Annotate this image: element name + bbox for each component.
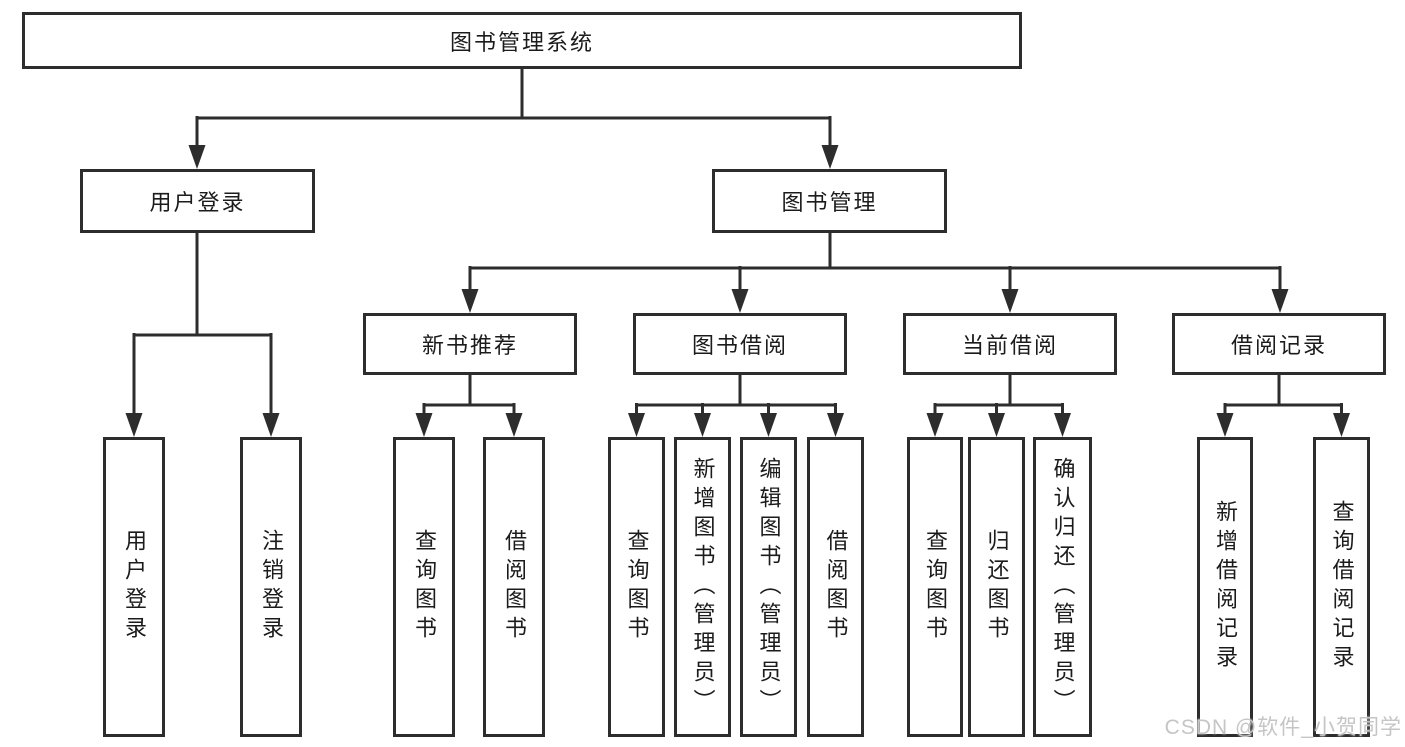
leaf-current-confirm-return-admin: 确认归还（管理员） (1033, 437, 1092, 737)
csdn-watermark: CSDN @软件_小贺同学 (1164, 716, 1402, 739)
leaf-current-query-books: 查询图书 (907, 437, 963, 737)
leaf-borrow-query-books: 查询图书 (608, 437, 665, 737)
leaf-borrow-edit-books-admin: 编辑图书（管理员） (740, 437, 797, 737)
node-new-book-recommend: 新书推荐 (363, 313, 577, 375)
leaf-logout: 注销登录 (240, 437, 302, 737)
leaf-borrow-borrow-books: 借阅图书 (807, 437, 864, 737)
leaf-borrow-add-books-admin: 新增图书（管理员） (674, 437, 731, 737)
arrowheads (125, 145, 1350, 437)
leaf-records-add-record: 新增借阅记录 (1197, 437, 1253, 737)
node-book-borrow: 图书借阅 (633, 313, 847, 375)
leaf-records-query-record: 查询借阅记录 (1313, 437, 1370, 737)
node-current-borrow: 当前借阅 (903, 313, 1117, 375)
leaf-user-login: 用户登录 (103, 437, 165, 737)
node-root: 图书管理系统 (22, 12, 1022, 69)
leaf-newbook-borrow-books: 借阅图书 (483, 437, 545, 737)
leaf-newbook-query-books: 查询图书 (393, 437, 455, 737)
leaf-current-return-books: 归还图书 (968, 437, 1025, 737)
node-book-management: 图书管理 (712, 169, 947, 233)
node-user-login: 用户登录 (80, 169, 315, 233)
node-borrow-records: 借阅记录 (1172, 313, 1386, 375)
